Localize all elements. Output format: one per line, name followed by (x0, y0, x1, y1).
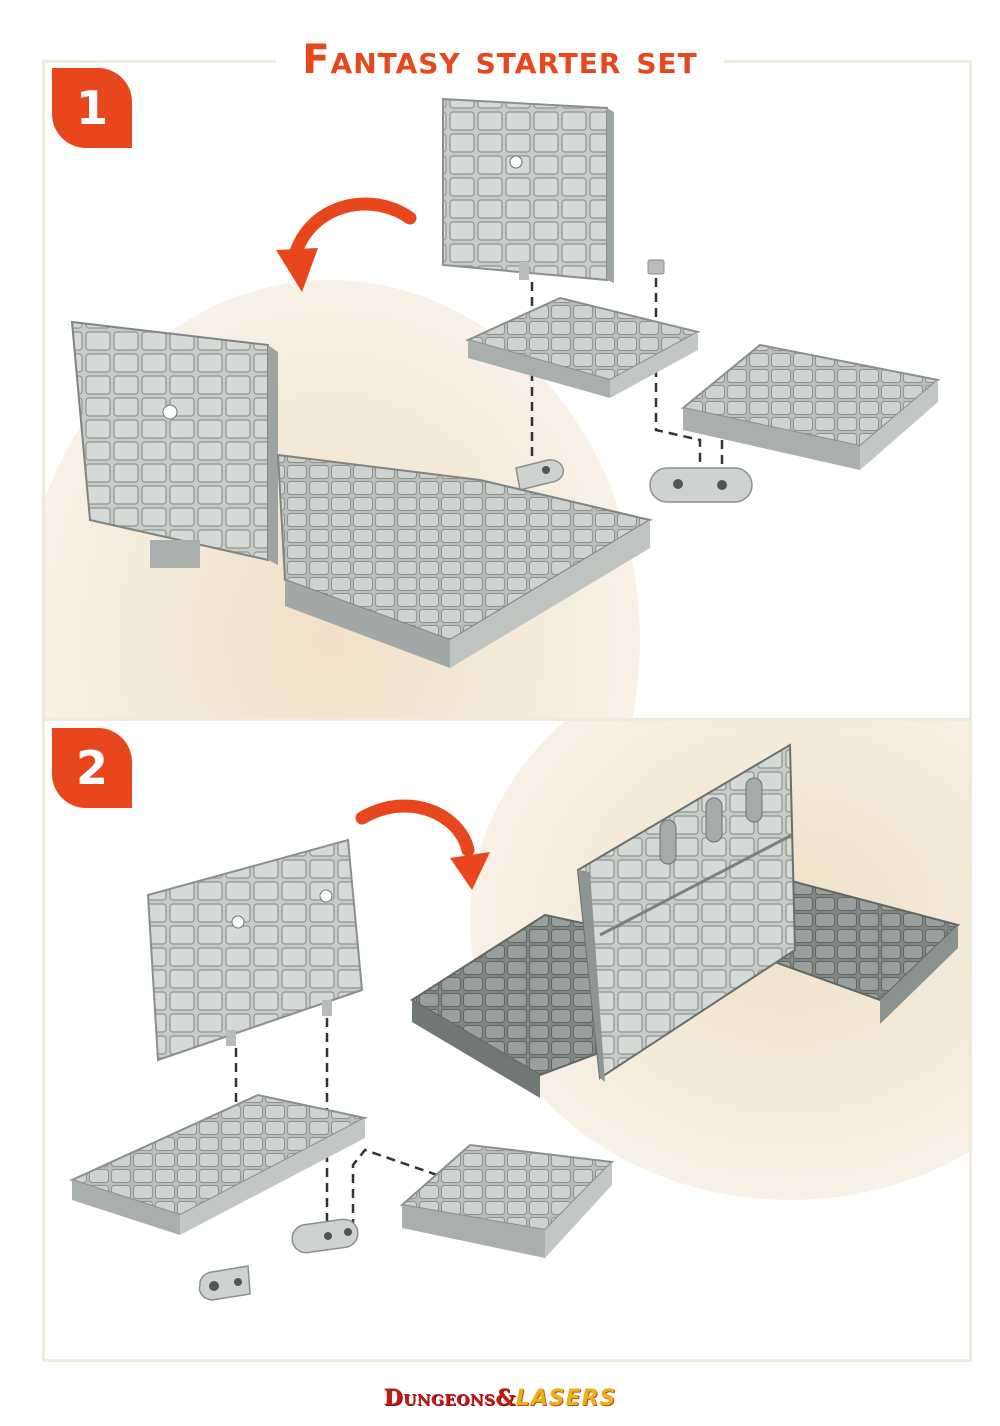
floor-tile (465, 296, 701, 398)
floor-tile (680, 343, 941, 470)
brand-logo-word-2: LASERS (515, 1386, 617, 1411)
connector-piece (649, 467, 753, 503)
floor-tile (399, 1143, 615, 1258)
assembled-wall (70, 320, 278, 568)
section-divider (42, 718, 972, 721)
assembled-wall (576, 743, 797, 1082)
page-title: Fantasy starter set (0, 30, 1000, 90)
brand-logo-word-1: Dungeons& (383, 1385, 516, 1411)
brand-logo: Dungeons&LASERS (0, 1384, 1000, 1413)
step-number-badge: 1 (52, 68, 132, 148)
pin-piece (647, 259, 665, 275)
connector-piece (291, 1218, 359, 1254)
wall-tile (146, 838, 364, 1062)
assembled-floor (276, 453, 653, 668)
step-number-badge: 2 (52, 728, 132, 808)
connector-piece (515, 459, 565, 491)
curved-arrow-icon (355, 799, 490, 890)
connector-piece (198, 1265, 251, 1301)
wall-tile (442, 97, 614, 283)
floor-tile (69, 1093, 368, 1235)
curved-arrow-icon (276, 197, 417, 292)
